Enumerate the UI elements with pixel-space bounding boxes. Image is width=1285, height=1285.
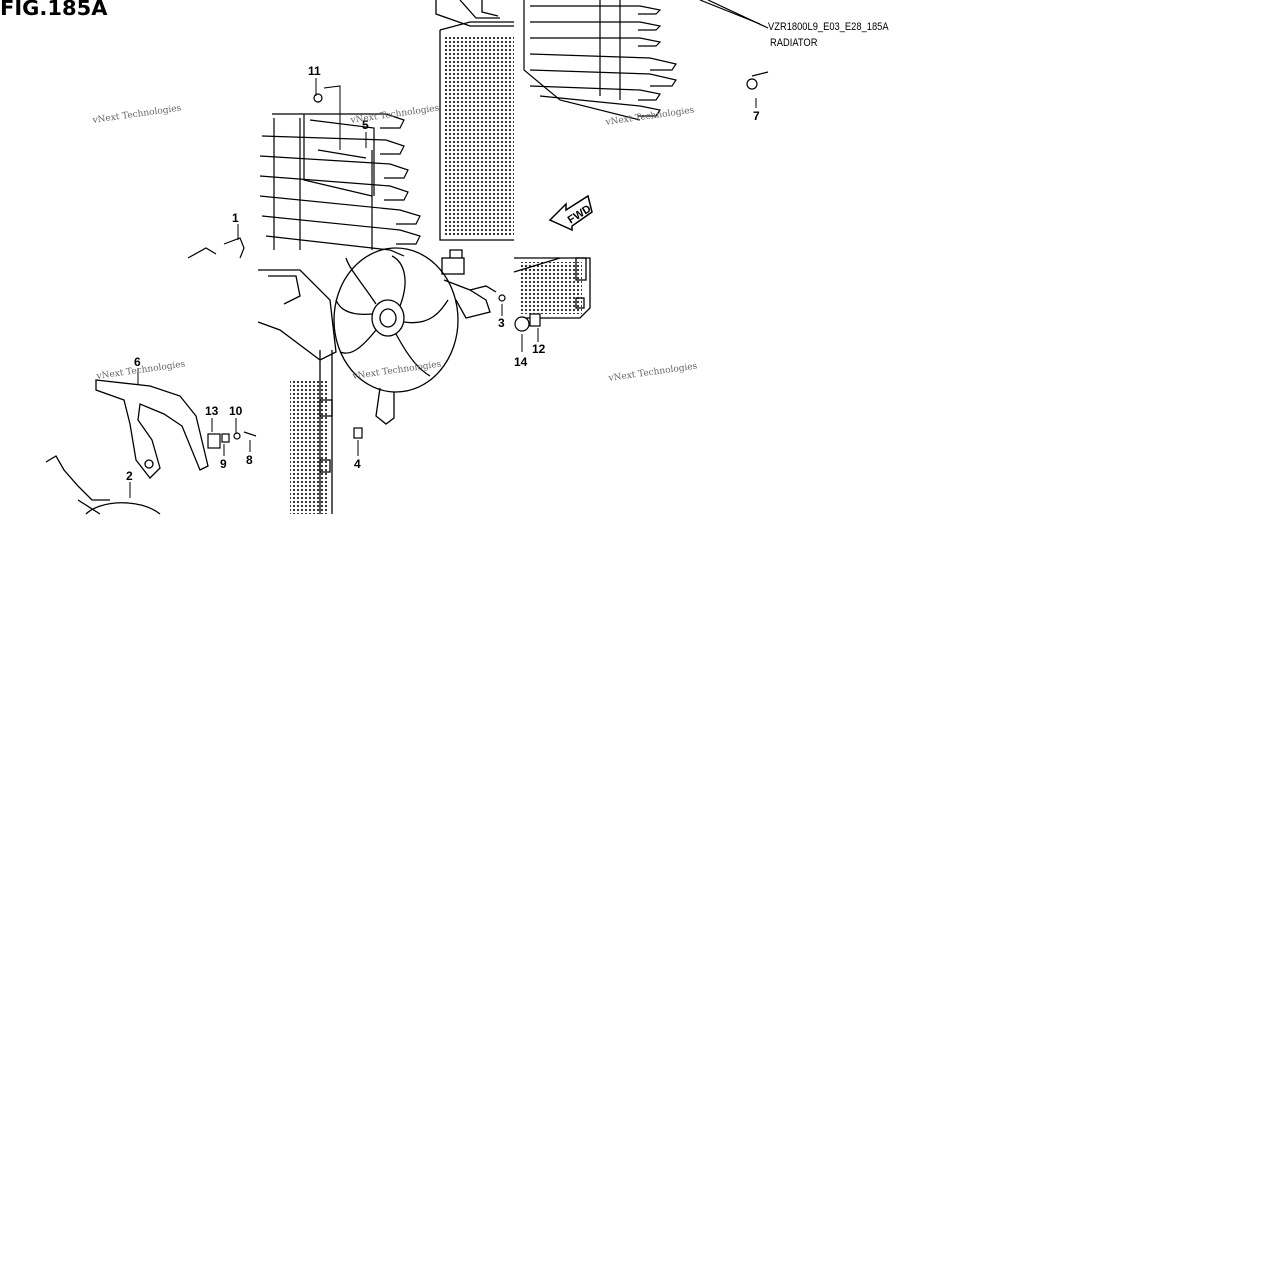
callout-4: 4 <box>354 457 361 471</box>
washer-10-icon <box>233 432 241 440</box>
callout-12: 12 <box>532 342 546 356</box>
callout-10: 10 <box>229 404 243 418</box>
fwd-arrow: FWD <box>548 194 593 232</box>
clamp-4-icon <box>353 427 363 439</box>
callout-3: 3 <box>498 316 505 330</box>
callout-7: 7 <box>753 109 760 123</box>
grommet-13-icon <box>207 433 221 449</box>
fan-bracket <box>45 379 209 515</box>
callout-2: 2 <box>126 469 133 483</box>
fan-cover-partial <box>187 237 245 259</box>
bolt-8-icon <box>243 431 257 437</box>
oil-cooler-main <box>259 113 421 257</box>
callout-6: 6 <box>134 355 141 369</box>
callout-5: 5 <box>362 118 369 132</box>
cooling-fan <box>333 247 497 425</box>
collar-12-icon <box>529 313 541 327</box>
callout-8: 8 <box>246 453 253 467</box>
figure-subtitle: RADIATOR <box>770 37 818 49</box>
radiator-core-lower-right <box>513 257 591 319</box>
figure-title: FIG.185A <box>0 0 108 20</box>
grommet-14-icon <box>514 316 530 332</box>
figure-code: VZR1800L9_E03_E28_185A <box>768 21 889 33</box>
radiator-core-lower-left <box>257 269 337 514</box>
fasteners <box>207 71 769 449</box>
callout-11: 11 <box>308 64 321 78</box>
screw-11-icon <box>313 93 323 103</box>
callout-14: 14 <box>514 355 528 369</box>
bolt-7-icon <box>746 78 758 90</box>
callout-1: 1 <box>232 211 239 225</box>
callout-9: 9 <box>220 457 227 471</box>
collar-9-icon <box>221 433 230 443</box>
callout-13: 13 <box>205 404 219 418</box>
leader-lines <box>129 78 757 498</box>
nut-3-icon <box>498 294 506 302</box>
oil-cooler-upper <box>523 0 769 121</box>
radiator-core-upper <box>435 0 514 241</box>
